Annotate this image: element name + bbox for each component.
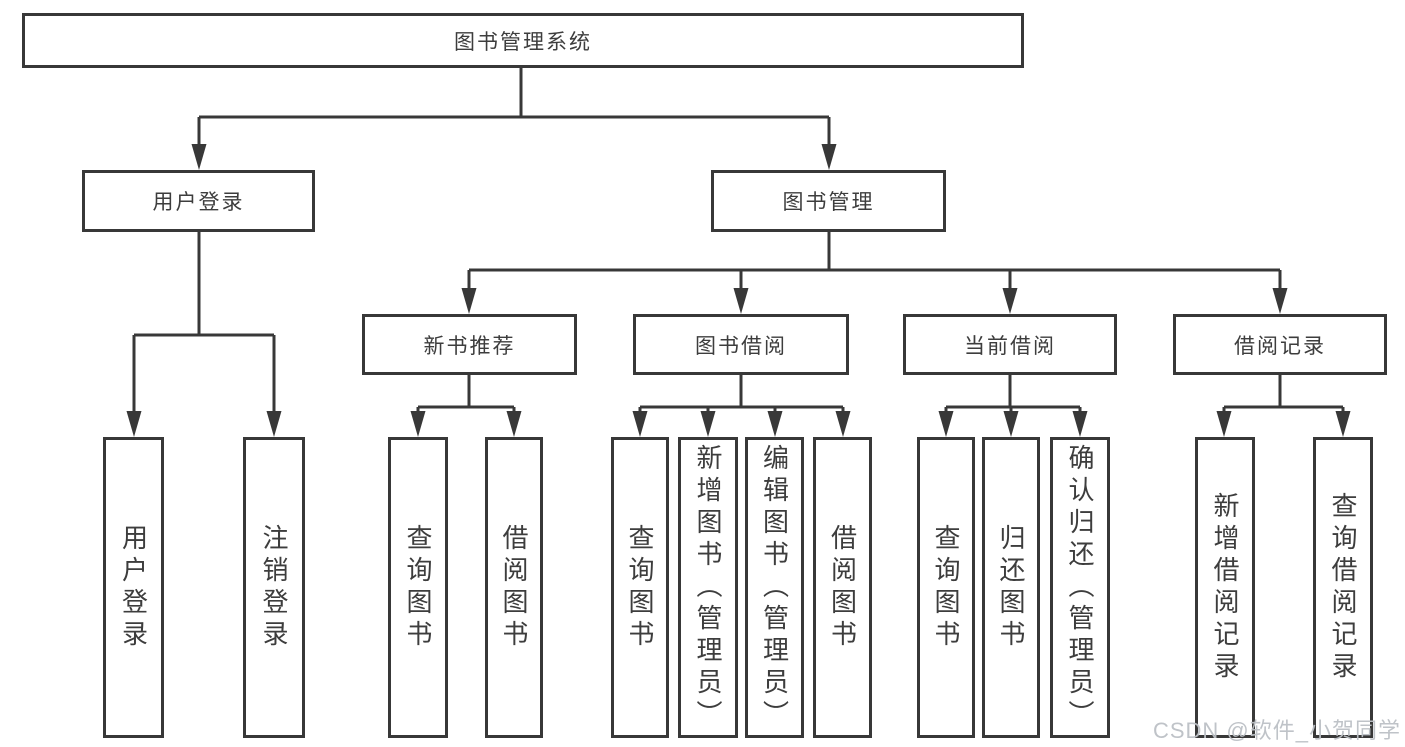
node-leaf-re-add-record: 新增借阅记录 — [1195, 437, 1255, 738]
node-borrow-records-label: 借阅记录 — [1234, 334, 1326, 358]
node-root-label: 图书管理系统 — [454, 30, 592, 54]
node-leaf-user-login: 用户登录 — [103, 437, 164, 738]
node-leaf-cu-confirm-return-admin-label: 确认归还（管理员） — [1065, 443, 1095, 732]
node-new-book-recommend: 新书推荐 — [362, 314, 577, 375]
node-leaf-cu-confirm-return-admin: 确认归还（管理员） — [1050, 437, 1110, 738]
csdn-watermark: CSDN @软件_小贺同学 — [1152, 718, 1401, 743]
node-leaf-user-login-label: 用户登录 — [118, 523, 149, 652]
node-borrow-records: 借阅记录 — [1173, 314, 1387, 375]
node-leaf-bw-query-books: 查询图书 — [611, 437, 669, 738]
node-book-management-label: 图书管理 — [782, 191, 875, 214]
node-leaf-bw-borrow-books: 借阅图书 — [813, 437, 872, 738]
node-user-login-label: 用户登录 — [152, 191, 245, 214]
node-leaf-bw-edit-books-admin-label: 编辑图书（管理员） — [759, 443, 790, 732]
node-leaf-cu-return-books-label: 归还图书 — [996, 523, 1026, 652]
node-book-borrow-label: 图书借阅 — [695, 334, 787, 358]
node-leaf-logout-label: 注销登录 — [259, 523, 289, 652]
node-leaf-bw-add-books-admin-label: 新增图书（管理员） — [693, 443, 723, 732]
node-current-borrow: 当前借阅 — [903, 314, 1117, 375]
node-leaf-bw-borrow-books-label: 借阅图书 — [827, 523, 858, 652]
node-current-borrow-label: 当前借阅 — [964, 334, 1056, 358]
node-user-login: 用户登录 — [82, 170, 315, 232]
node-leaf-cu-query-books: 查询图书 — [917, 437, 975, 738]
node-leaf-cu-return-books: 归还图书 — [982, 437, 1040, 738]
node-leaf-bw-query-books-label: 查询图书 — [625, 523, 655, 652]
node-leaf-bw-add-books-admin: 新增图书（管理员） — [678, 437, 738, 738]
node-leaf-re-query-record: 查询借阅记录 — [1313, 437, 1373, 738]
node-book-borrow: 图书借阅 — [633, 314, 849, 375]
node-leaf-nb-query-books-label: 查询图书 — [403, 523, 433, 652]
node-leaf-bw-edit-books-admin: 编辑图书（管理员） — [745, 437, 804, 738]
node-root: 图书管理系统 — [22, 13, 1024, 68]
node-leaf-re-add-record-label: 新增借阅记录 — [1210, 491, 1240, 684]
node-leaf-cu-query-books-label: 查询图书 — [931, 523, 961, 652]
node-leaf-nb-borrow-books-label: 借阅图书 — [499, 523, 529, 652]
node-new-book-recommend-label: 新书推荐 — [423, 334, 516, 358]
node-book-management: 图书管理 — [711, 170, 946, 232]
node-leaf-re-query-record-label: 查询借阅记录 — [1328, 491, 1358, 684]
node-leaf-logout: 注销登录 — [243, 437, 305, 738]
node-leaf-nb-borrow-books: 借阅图书 — [485, 437, 543, 738]
node-leaf-nb-query-books: 查询图书 — [388, 437, 448, 738]
